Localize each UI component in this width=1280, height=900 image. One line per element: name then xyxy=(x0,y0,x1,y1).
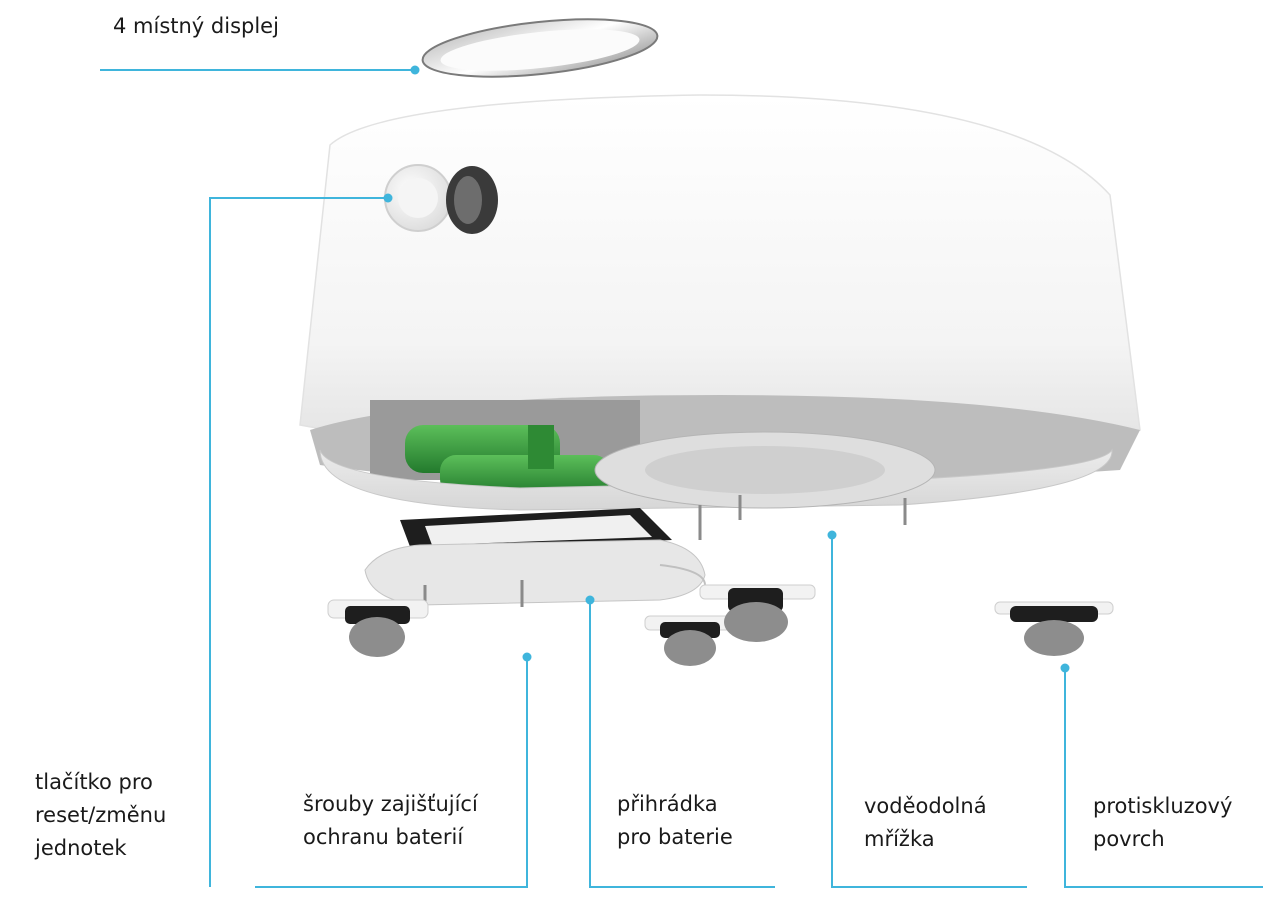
label-battery-compartment: přihrádka pro baterie xyxy=(617,792,733,849)
battery-illustration xyxy=(405,425,610,495)
reset-button-illustration xyxy=(384,164,452,232)
label-waterproof-grid: voděodolná mřížka xyxy=(864,794,987,851)
waterproof-grid-illustration xyxy=(594,431,936,509)
antislip-feet xyxy=(327,584,1114,666)
label-screws: šrouby zajišťující ochranu baterií xyxy=(303,792,478,849)
leader-antislip xyxy=(1064,668,1263,888)
base-plate xyxy=(319,448,1113,511)
label-antislip: protiskluzový povrch xyxy=(1093,794,1233,851)
leader-dots xyxy=(383,65,1070,673)
leader-reset-button xyxy=(209,197,388,887)
battery-cover xyxy=(364,539,706,606)
leader-lines xyxy=(100,69,1263,888)
leader-battery-compartment xyxy=(589,600,775,888)
display-panel xyxy=(421,18,659,78)
leader-screws xyxy=(255,657,528,888)
leader-waterproof-grid xyxy=(831,535,1027,888)
label-reset-button: tlačítko pro reset/změnu jednotek xyxy=(35,770,167,860)
label-display: 4 místný displej xyxy=(113,14,279,38)
sensor-hole xyxy=(446,166,498,234)
base-screws xyxy=(698,495,907,540)
